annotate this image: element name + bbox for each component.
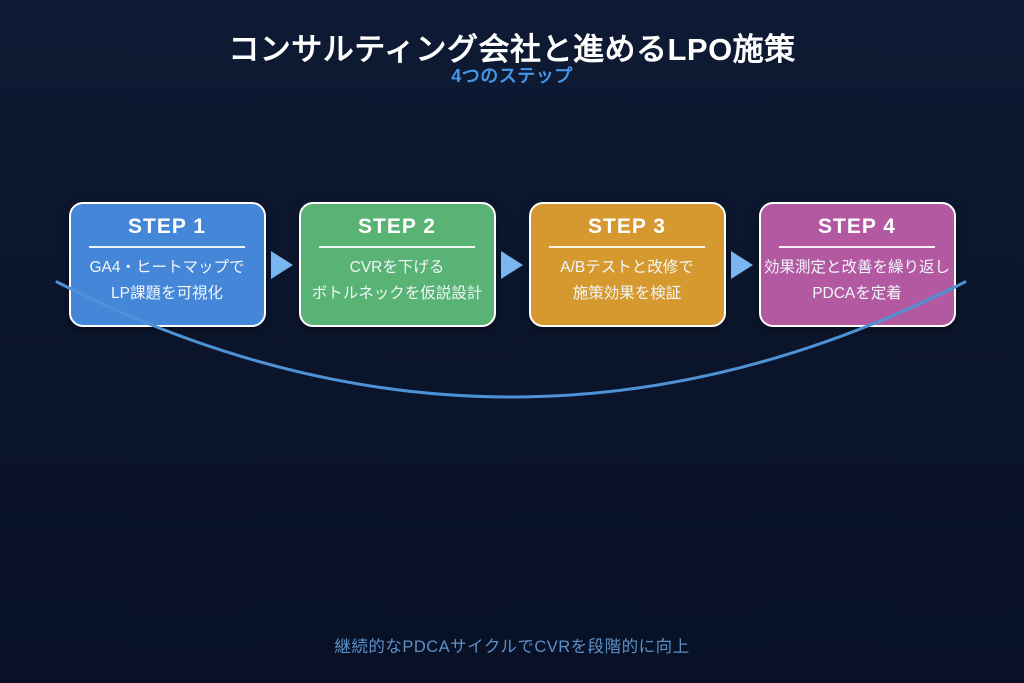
page-subtitle: 4つのステップ <box>451 66 573 86</box>
step-1-divider <box>89 246 245 248</box>
step-4-divider <box>779 246 935 248</box>
arrow-cell-2 <box>496 202 529 327</box>
step-2-label: STEP 2 <box>358 215 436 238</box>
step-1-label: STEP 1 <box>128 215 206 238</box>
arrow-cell-3 <box>726 202 759 327</box>
step-1-line-1: GA4・ヒートマップで <box>89 259 245 276</box>
arrow-right-icon <box>271 250 293 279</box>
page-title: コンサルティング会社と進めるLPO施策 <box>228 32 796 67</box>
page-caption: 継続的なPDCAサイクルでCVRを段階的に向上 <box>334 638 690 656</box>
step-4-line-2: PDCAを定着 <box>812 285 902 302</box>
step-4-label: STEP 4 <box>818 215 896 238</box>
step-3-label: STEP 3 <box>588 215 666 238</box>
step-3-divider <box>549 246 705 248</box>
step-1-line-2: LP課題を可視化 <box>111 285 223 302</box>
step-3-line-1: A/Bテストと改修で <box>560 259 694 276</box>
step-3-line-2: 施策効果を検証 <box>572 285 682 302</box>
arrow-cell-1 <box>266 202 299 327</box>
step-2-line-2: ボトルネックを仮説設計 <box>311 285 483 302</box>
step-2-line-1: CVRを下げる <box>349 259 445 276</box>
step-box-1: STEP 1 GA4・ヒートマップで LP課題を可視化 <box>68 202 266 327</box>
step-2-divider <box>319 246 475 248</box>
step-box-4: STEP 4 効果測定と改善を繰り返し PDCAを定着 <box>758 202 956 327</box>
arrow-right-icon <box>731 250 753 279</box>
steps-row: STEP 1 GA4・ヒートマップで LP課題を可視化 STEP 2 CVRを下… <box>0 202 1024 327</box>
step-box-2: STEP 2 CVRを下げる ボトルネックを仮説設計 <box>298 202 496 327</box>
arrow-right-icon <box>501 250 523 279</box>
step-4-line-1: 効果測定と改善を繰り返し <box>763 259 950 276</box>
step-box-3: STEP 3 A/Bテストと改修で 施策効果を検証 <box>528 202 726 327</box>
